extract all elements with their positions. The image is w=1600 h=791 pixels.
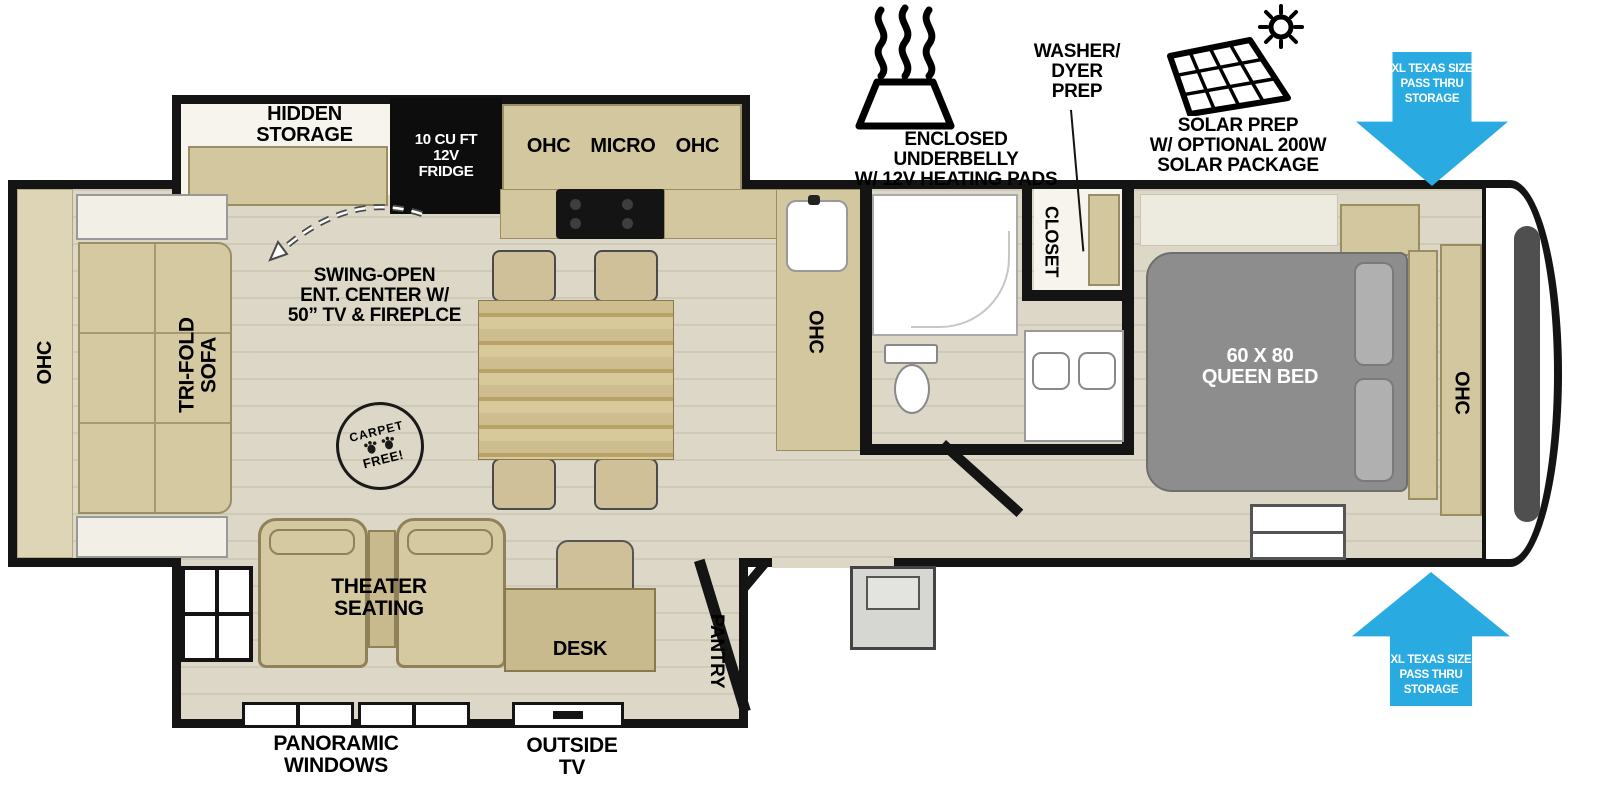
swing-open-arrow-icon: [268, 204, 423, 262]
closet-wall: [1022, 290, 1134, 301]
burner: [622, 199, 633, 210]
pillow: [1354, 378, 1394, 482]
headrest: [269, 529, 355, 555]
solar-prep-label: SOLAR PREP W/ OPTIONAL 200W SOLAR PACKAG…: [1149, 115, 1327, 176]
theater-seat: [258, 518, 368, 668]
panoramic-window: [242, 702, 354, 728]
kitchen-overhead-cabinets: [502, 104, 742, 195]
closet-shelf: [1088, 194, 1120, 286]
shower: [872, 194, 1018, 336]
dining-chair: [594, 250, 658, 302]
pass-thru-label-top: XL TEXAS SIZE PASS THRU STORAGE: [1391, 63, 1473, 105]
sofa-label: TRI-FOLD SOFA: [175, 317, 221, 413]
counter-right: [664, 189, 778, 239]
hidden-storage-cabinet: [188, 146, 388, 206]
fridge: 10 CU FT 12V FRIDGE: [390, 98, 502, 214]
burner: [570, 218, 581, 229]
left-ohc-cabinet: [17, 189, 73, 558]
dining-chair: [594, 458, 658, 510]
bed-bench: [1250, 504, 1346, 560]
closet-label: CLOSET: [1041, 206, 1062, 278]
burner: [570, 199, 581, 210]
counter-left: [500, 189, 558, 239]
heating-pads-icon: [855, 4, 955, 130]
underbelly-label: ENCLOSED UNDERBELLY W/ 12V HEATING PADS: [854, 129, 1058, 190]
washer-dryer-prep-label: WASHER/ DYER PREP: [1033, 41, 1121, 102]
entry-door-opening: [772, 556, 894, 568]
carpet-free-badge: CARPET FREE!: [326, 392, 434, 500]
tri-fold-sofa: [78, 242, 232, 514]
paw-prints-icon: [364, 437, 395, 455]
entry-step: [866, 576, 920, 610]
dining-table: [478, 300, 674, 460]
pass-thru-label-bottom: XL TEXAS SIZE PASS THRU STORAGE: [1390, 654, 1472, 697]
ohc-kitchen-label: OHC: [804, 310, 827, 354]
pass-thru-arrow-top: XL TEXAS SIZE PASS THRU STORAGE: [1356, 52, 1508, 186]
bedroom-top-cabinet: [1140, 194, 1338, 246]
sofa-end-table-top: [76, 194, 228, 240]
bathroom-wall: [860, 444, 1134, 455]
bathroom-wall: [860, 189, 872, 455]
entry-steps: [850, 566, 936, 650]
kitchen-sink: [786, 200, 848, 272]
closet-wall: [1022, 189, 1032, 301]
side-window: [181, 566, 253, 662]
toilet-bowl: [894, 364, 930, 414]
queen-bed-label: 60 X 80 QUEEN BED: [1201, 345, 1319, 388]
sofa-end-table-bottom: [76, 516, 228, 558]
faucet-icon: [808, 195, 820, 205]
theater-seating-label: THEATER SEATING: [331, 575, 427, 621]
shower-pan: [910, 231, 1010, 328]
panoramic-window: [358, 702, 470, 728]
dining-chair: [492, 250, 556, 302]
outside-tv-label: OUTSIDE TV: [526, 734, 618, 780]
bedroom-wardrobe: [1440, 244, 1482, 516]
headboard-cabinet: [1408, 250, 1438, 500]
ohc-bedroom-label: OHC: [1450, 371, 1473, 415]
headrest: [407, 529, 493, 555]
desk-chair: [556, 540, 634, 594]
pass-thru-arrow-bottom: XL TEXAS SIZE PASS THRU STORAGE: [1352, 572, 1510, 706]
ohc-left-label: OHC: [33, 341, 56, 385]
desk: DESK: [504, 588, 656, 672]
pillow: [1354, 262, 1394, 366]
dining-chair: [492, 458, 556, 510]
outside-tv-mount: [512, 702, 624, 728]
bedroom-corner-cabinet: [1340, 204, 1420, 256]
tv-bracket-icon: [553, 711, 583, 719]
theater-console: [368, 530, 396, 648]
toilet-tank: [884, 344, 938, 364]
ent-center-label: SWING-OPEN ENT. CENTER W/ 50” TV & FIREP…: [287, 265, 462, 326]
stove-cooktop: [556, 189, 666, 239]
solar-panel-icon: [1167, 4, 1304, 116]
vanity-sink: [1032, 352, 1070, 390]
front-window-bar: [1514, 226, 1540, 522]
kitchen-cabinet-labels: OHC MICRO OHC: [526, 135, 720, 157]
burner: [622, 218, 633, 229]
bedroom-wall: [1122, 189, 1134, 455]
hidden-storage-label: HIDDEN STORAGE: [256, 103, 353, 146]
vanity-sink: [1078, 352, 1116, 390]
panoramic-windows-label: PANORAMIC WINDOWS: [273, 732, 399, 778]
pantry-label: PANTRY: [705, 613, 727, 689]
